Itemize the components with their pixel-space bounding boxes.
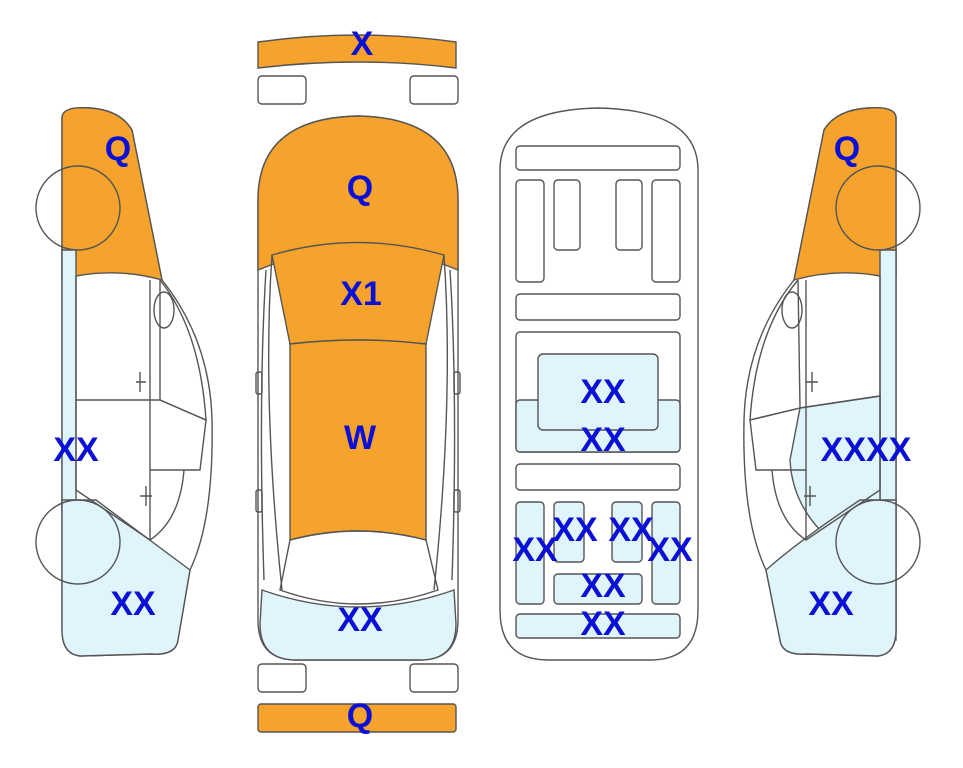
front-bumper-panel[interactable]: [257, 34, 457, 69]
right-door-line-3: [771, 469, 881, 541]
right-front-fender-panel[interactable]: [793, 107, 897, 281]
roof-label: W: [344, 419, 377, 457]
left-handle: [255, 489, 263, 513]
rear-left-lamp: [257, 663, 307, 693]
underbody-center-upper-panel[interactable]: [537, 353, 659, 431]
right-doors-label: XXXX: [821, 431, 912, 469]
underbody-rear-inner-left-label: XX: [552, 511, 598, 549]
left-handle-1: [136, 372, 146, 392]
underbody-rear-bottom-label: XX: [580, 605, 626, 643]
right-rear-quarter-label: XX: [808, 585, 854, 623]
hood-label: Q: [347, 169, 373, 207]
left-rear-quarter-label: XX: [110, 585, 156, 623]
front-left-lamp: [257, 75, 307, 105]
rear-right-lamp: [409, 663, 459, 693]
right-door-line-2: [797, 279, 881, 409]
underbody-outline: [499, 107, 699, 661]
rear-window-label: XX: [337, 601, 383, 639]
right-mirror: [453, 371, 461, 395]
under-cross-member: [515, 293, 681, 321]
right-handle-1: [806, 372, 818, 392]
right-window-line-2: [749, 407, 806, 471]
underbody-rear-inner-right-label: XX: [608, 511, 654, 549]
underbody-rear-center-panel[interactable]: [553, 573, 643, 605]
left-door-line-2: [76, 280, 161, 401]
rear-bumper-panel[interactable]: [257, 703, 457, 733]
right-rear-wheel: [835, 499, 921, 585]
under-rear-cross: [515, 463, 681, 491]
left-front-wheel: [35, 165, 121, 251]
underbody-rear-left-label: XX: [512, 531, 558, 569]
underbody-view: XX XX XX XX XX XX XX XX: [499, 107, 699, 661]
underbody-rear-inner-right-panel[interactable]: [611, 501, 643, 563]
left-inner-line: [260, 269, 267, 581]
rear-bumper-label: Q: [347, 697, 373, 735]
left-side-view: Q XX XX: [35, 107, 213, 657]
left-rear-wheel: [35, 499, 121, 585]
rear-window-glass: [279, 530, 439, 605]
front-right-lamp: [409, 75, 459, 105]
front-bumper-label: X: [351, 25, 374, 63]
windshield-label: X1: [340, 275, 382, 313]
underbody-rear-inner-left-panel[interactable]: [553, 501, 585, 563]
left-pillar-line: [267, 254, 283, 591]
left-front-fender-panel[interactable]: [61, 107, 163, 281]
left-front-fender-label: Q: [105, 130, 131, 168]
rear-window-panel[interactable]: [259, 589, 457, 661]
left-mirror: [153, 291, 175, 329]
underbody-rear-center-label: XX: [580, 567, 626, 605]
underbody-rear-left-panel[interactable]: [515, 501, 545, 605]
right-mirror: [781, 291, 803, 329]
under-front-right-inner: [615, 179, 643, 251]
under-front-left-rail: [515, 179, 545, 283]
right-side-view: Q XXXX XX: [743, 107, 921, 657]
right-handle-2: [804, 486, 816, 506]
left-door-line-3: [75, 469, 185, 541]
right-pillar-line: [433, 254, 449, 591]
left-mirror: [255, 371, 263, 395]
right-rear-quarter-panel[interactable]: [765, 499, 897, 657]
under-front-bar: [515, 145, 681, 171]
left-rear-quarter-panel[interactable]: [61, 499, 191, 657]
top-view: X Q X1 W XX Q: [255, 25, 461, 735]
underbody-rear-right-label: XX: [647, 531, 693, 569]
right-window-line: [749, 279, 801, 421]
under-front-left-inner: [553, 179, 581, 251]
left-window-line-2: [150, 399, 207, 471]
left-window-line: [159, 279, 207, 422]
underbody-rear-right-panel[interactable]: [651, 501, 681, 605]
right-inner-line: [449, 269, 456, 581]
underbody-center-upper-label: XX: [580, 373, 626, 411]
left-handle-2: [140, 486, 152, 506]
right-front-fender-label: Q: [834, 130, 860, 168]
right-handle: [453, 489, 461, 513]
right-front-wheel: [835, 165, 921, 251]
underbody-rear-bottom-panel[interactable]: [515, 613, 681, 639]
left-doors-label: XX: [53, 431, 99, 469]
left-doors-panel[interactable]: [61, 249, 77, 511]
under-front-right-rail: [651, 179, 681, 283]
underbody-center-lower-label: XX: [580, 421, 626, 459]
